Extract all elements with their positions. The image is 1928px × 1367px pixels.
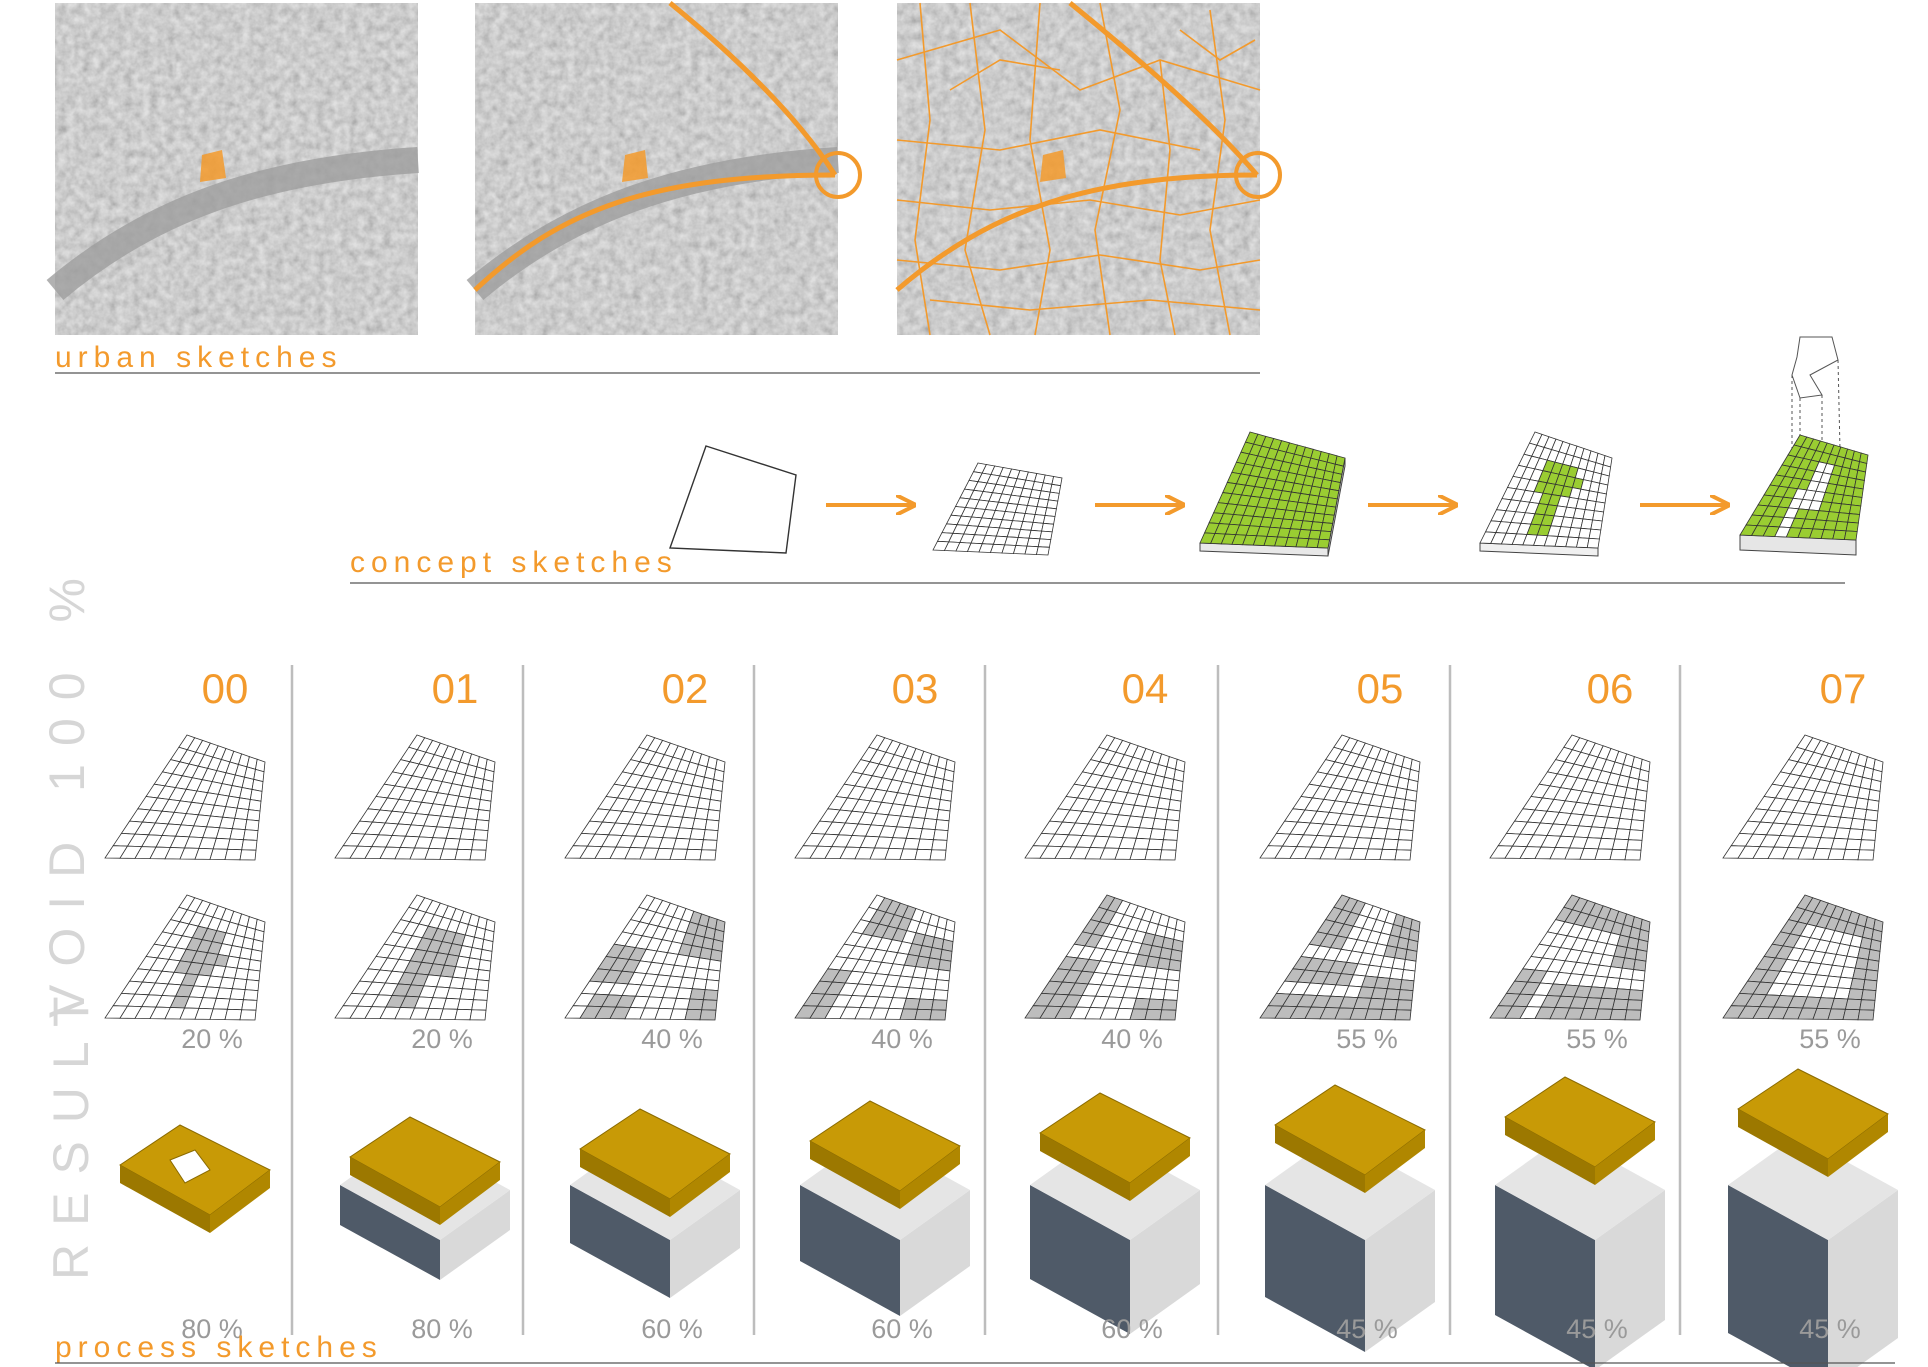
result-massing <box>1728 1068 1898 1367</box>
concept-green-block <box>1199 431 1346 557</box>
void-pattern-grid <box>564 894 726 1021</box>
concept-void-block <box>1479 431 1613 557</box>
result-percent: 80 % <box>411 1314 473 1344</box>
result-massing <box>119 1124 271 1233</box>
void-pattern-grid <box>1259 894 1421 1021</box>
void-percent: 40 % <box>871 1024 933 1054</box>
concept-final-block <box>1739 336 1869 556</box>
result-side-label: RESULT <box>43 978 99 1280</box>
result-massing <box>1495 1076 1665 1367</box>
result-massing <box>1030 1092 1200 1334</box>
void-pattern-grid <box>1489 894 1651 1021</box>
urban-map-1 <box>46 3 419 335</box>
void-percent: 55 % <box>1566 1024 1628 1054</box>
void-percent: 40 % <box>1101 1024 1163 1054</box>
void-percent: 40 % <box>641 1024 703 1054</box>
void-percent: 55 % <box>1799 1024 1861 1054</box>
void-full-grid <box>1722 734 1884 861</box>
column-number: 01 <box>432 665 479 712</box>
concept-sketches-title: concept sketches <box>350 546 678 579</box>
void-pattern-grid <box>1722 894 1884 1021</box>
void-full-grid <box>564 734 726 861</box>
void-full-grid <box>1024 734 1186 861</box>
process-column-00: 00 20 % 80 % <box>104 665 271 1344</box>
void-full-grid <box>104 734 266 861</box>
void-full-grid <box>334 734 496 861</box>
process-sketches-title: process sketches <box>55 1331 383 1364</box>
urban-map-2 <box>466 1 862 335</box>
void-full-grid <box>1489 734 1651 861</box>
result-percent: 60 % <box>871 1314 933 1344</box>
column-number: 02 <box>662 665 709 712</box>
void-pattern-grid <box>104 894 266 1021</box>
urban-map-3 <box>895 1 1282 336</box>
result-percent: 45 % <box>1799 1314 1861 1344</box>
column-number: 03 <box>892 665 939 712</box>
void-percent: 55 % <box>1336 1024 1398 1054</box>
result-percent: 45 % <box>1336 1314 1398 1344</box>
process-column-05: 05 55 % 45 % <box>1259 665 1435 1352</box>
void-pattern-grid <box>794 894 956 1021</box>
result-percent: 60 % <box>641 1314 703 1344</box>
process-column-02: 02 40 % 60 % <box>564 665 740 1344</box>
process-sketches-group: VOID 100 % RESULT 00 20 % 80 % 01 20 % 80 % 02… <box>39 560 1898 1367</box>
result-massing <box>800 1100 970 1316</box>
result-percent: 60 % <box>1101 1314 1163 1344</box>
concept-grid <box>932 462 1063 556</box>
result-percent: 80 % <box>181 1314 243 1344</box>
concept-site-outline <box>669 445 797 554</box>
void-percent: 20 % <box>181 1024 243 1054</box>
void-full-grid <box>794 734 956 861</box>
process-column-04: 04 40 % 60 % <box>1024 665 1200 1344</box>
result-massing <box>340 1116 510 1280</box>
column-number: 00 <box>202 665 249 712</box>
void-pattern-grid <box>1024 894 1186 1021</box>
urban-sketches-title: urban sketches <box>55 341 342 374</box>
process-column-03: 03 40 % 60 % <box>794 665 970 1344</box>
result-massing <box>570 1108 740 1298</box>
column-number: 05 <box>1357 665 1404 712</box>
urban-sketches-group: urban sketches <box>46 1 1282 374</box>
column-number: 07 <box>1820 665 1867 712</box>
column-number: 04 <box>1122 665 1169 712</box>
process-column-06: 06 55 % 45 % <box>1489 665 1665 1367</box>
column-number: 06 <box>1587 665 1634 712</box>
void-pattern-grid <box>334 894 496 1021</box>
result-percent: 45 % <box>1566 1314 1628 1344</box>
process-column-07: 07 55 % 45 % <box>1722 665 1898 1367</box>
void-percent: 20 % <box>411 1024 473 1054</box>
void-side-label: VOID 100 % <box>39 560 95 1018</box>
process-column-01: 01 20 % 80 % <box>334 665 510 1344</box>
void-full-grid <box>1259 734 1421 861</box>
result-massing <box>1265 1084 1435 1352</box>
concept-sketches-group: concept sketches <box>350 336 1869 584</box>
